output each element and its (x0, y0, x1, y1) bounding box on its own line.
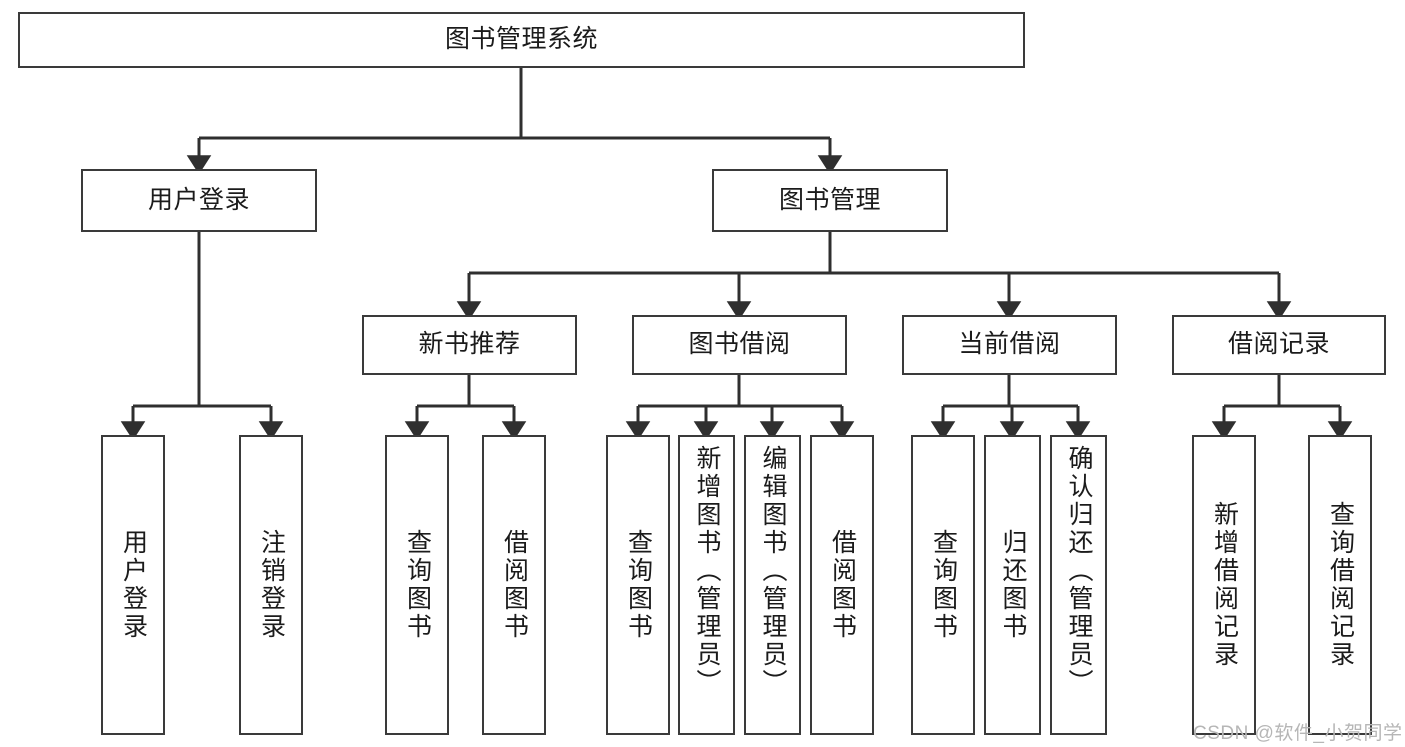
node-current-borrow[interactable]: 当前借阅 (902, 315, 1117, 375)
node-leaf-borrow-book[interactable]: 借阅图书 (810, 435, 874, 735)
node-leaf-borrow-book-label: 借阅图书 (828, 529, 857, 641)
node-leaf-logout-label: 注销登录 (257, 529, 286, 641)
node-leaf-query-book-recommend[interactable]: 查询图书 (385, 435, 449, 735)
node-book-borrow-label: 图书借阅 (688, 330, 791, 359)
node-new-book-recommend-label: 新书推荐 (418, 330, 521, 359)
node-leaf-query-borrow-record[interactable]: 查询借阅记录 (1308, 435, 1372, 735)
node-leaf-query-book-borrow-label: 查询图书 (624, 529, 653, 641)
csdn-watermark: CSDN @软件_小贺同学 (1193, 723, 1403, 744)
node-leaf-return-book-label: 归还图书 (999, 529, 1027, 641)
node-leaf-add-book-admin[interactable]: 新增图书（管理员） (678, 435, 735, 735)
node-root-label: 图书管理系统 (444, 25, 598, 54)
node-leaf-logout[interactable]: 注销登录 (239, 435, 303, 735)
node-leaf-user-login[interactable]: 用户登录 (101, 435, 165, 735)
node-root-system[interactable]: 图书管理系统 (18, 12, 1025, 68)
node-leaf-query-book-current[interactable]: 查询图书 (911, 435, 975, 735)
node-leaf-return-book[interactable]: 归还图书 (984, 435, 1041, 735)
node-leaf-borrow-book-recommend[interactable]: 借阅图书 (482, 435, 546, 735)
node-leaf-confirm-return-admin-label: 确认归还（管理员） (1065, 445, 1093, 697)
node-leaf-edit-book-admin[interactable]: 编辑图书（管理员） (744, 435, 801, 735)
node-book-manage-label: 图书管理 (778, 185, 881, 214)
node-leaf-user-login-label: 用户登录 (119, 529, 148, 641)
node-leaf-confirm-return-admin[interactable]: 确认归还（管理员） (1050, 435, 1107, 735)
node-leaf-query-book-borrow[interactable]: 查询图书 (606, 435, 670, 735)
node-leaf-query-book-recommend-label: 查询图书 (403, 529, 432, 641)
node-new-book-recommend[interactable]: 新书推荐 (362, 315, 577, 375)
node-leaf-add-borrow-record-label: 新增借阅记录 (1210, 501, 1239, 669)
node-borrow-record[interactable]: 借阅记录 (1172, 315, 1386, 375)
node-book-manage[interactable]: 图书管理 (712, 169, 948, 232)
node-leaf-edit-book-admin-label: 编辑图书（管理员） (759, 445, 787, 697)
node-leaf-query-book-current-label: 查询图书 (929, 529, 958, 641)
node-leaf-borrow-book-recommend-label: 借阅图书 (500, 529, 529, 641)
node-leaf-add-borrow-record[interactable]: 新增借阅记录 (1192, 435, 1256, 735)
node-current-borrow-label: 当前借阅 (958, 330, 1061, 359)
node-book-borrow[interactable]: 图书借阅 (632, 315, 847, 375)
node-user-login-label: 用户登录 (147, 185, 250, 214)
node-borrow-record-label: 借阅记录 (1227, 330, 1330, 359)
node-user-login[interactable]: 用户登录 (81, 169, 317, 232)
node-leaf-add-book-admin-label: 新增图书（管理员） (693, 445, 721, 697)
node-leaf-query-borrow-record-label: 查询借阅记录 (1326, 501, 1355, 669)
